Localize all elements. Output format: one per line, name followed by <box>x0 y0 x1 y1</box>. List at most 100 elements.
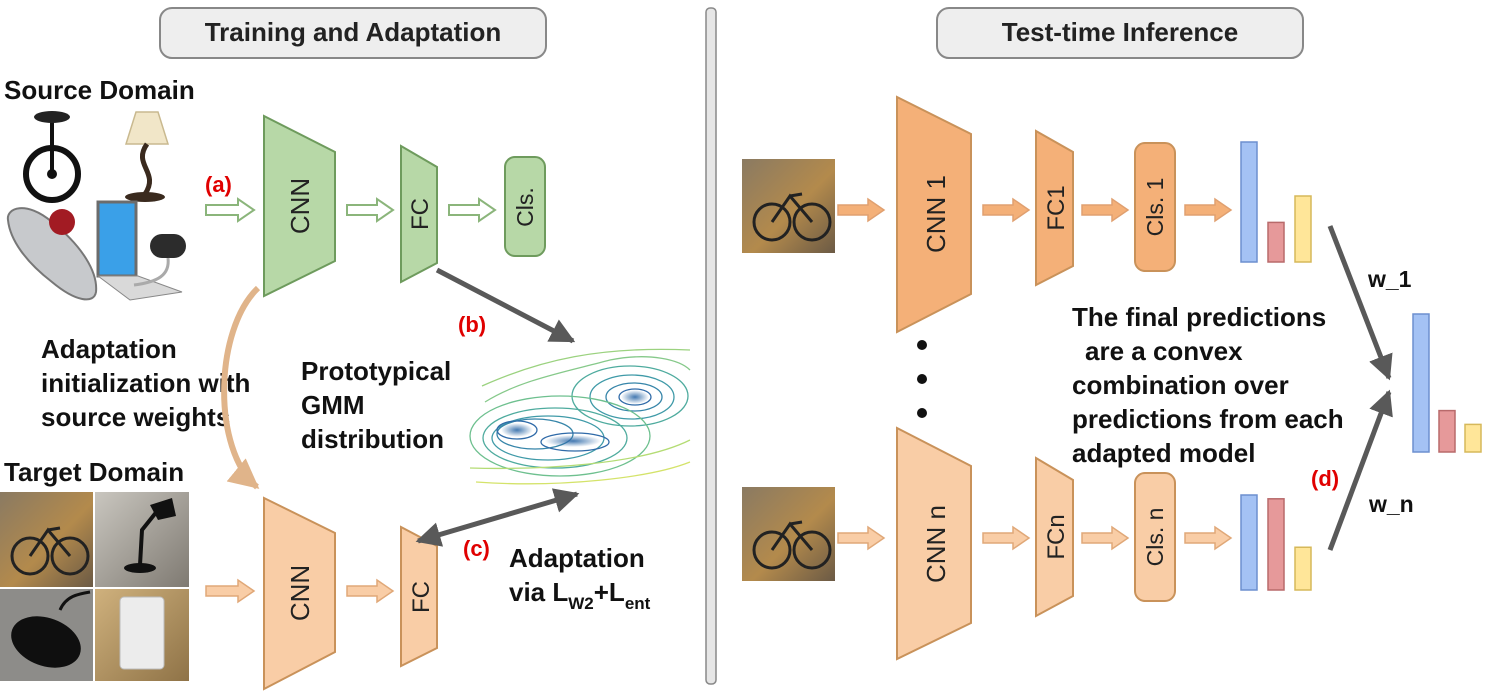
arrow-cnnn-to-fcn <box>982 525 1031 551</box>
adaptation-via-caption: Adaptation <box>509 543 645 573</box>
arrow-input-to-src-cnn <box>205 197 256 223</box>
inference-cnn-1-label: CNN 1 <box>921 175 951 253</box>
row1-arrows <box>837 197 1233 223</box>
pred-bars-n-bar-3 <box>1294 546 1312 591</box>
adaptation-init-line2: initialization with <box>41 368 250 398</box>
adaptation-init-line1: Adaptation <box>41 334 177 364</box>
lamp-image <box>124 111 170 202</box>
source-classifier-label: Cls. <box>512 187 538 227</box>
target-cnn-label: CNN <box>285 565 315 621</box>
gmm-contour-plot <box>469 348 691 485</box>
source-fc-block: FC <box>400 144 438 284</box>
target-fc-block: FC <box>400 525 438 668</box>
step-a-label: (a) <box>205 172 232 197</box>
gmm-caption-line3: distribution <box>301 424 444 454</box>
pred-bars-combined-bar-2 <box>1438 409 1456 453</box>
source-domain-images <box>6 111 186 301</box>
source-classifier-block: Cls. <box>504 156 546 257</box>
pred-bars-1-bar-3 <box>1294 195 1312 263</box>
arrow-cnn1-to-fc1 <box>982 197 1031 223</box>
target-domain-images <box>0 492 189 681</box>
pred-bars-1-bar-1 <box>1240 141 1258 263</box>
laptop-image <box>96 200 183 301</box>
prediction-bars-model-n <box>1240 494 1312 591</box>
step-c-label: (c) <box>463 536 490 561</box>
arrow-src-fc-to-cls <box>448 197 497 223</box>
inference-classifier-1-label: Cls. 1 <box>1142 178 1168 237</box>
inference-input-image-n <box>742 487 835 581</box>
arrow-cls1-to-pred1 <box>1184 197 1233 223</box>
final-caption-line2: are a convex <box>1085 336 1243 366</box>
target-domain-label: Target Domain <box>4 457 184 487</box>
gmm-caption-line2: GMM <box>301 390 365 420</box>
target-cnn-block: CNN <box>263 496 336 691</box>
pred-bars-n-bar-2 <box>1267 498 1285 591</box>
unicycle-image <box>23 111 81 203</box>
adaptation-init-caption: Adaptation initialization with source we… <box>41 334 258 432</box>
arrow-weight-1 <box>1327 225 1393 381</box>
inference-input-image-1 <box>742 159 835 253</box>
loss-prefix: via L <box>509 577 568 607</box>
source-cnn-block: CNN <box>263 114 336 298</box>
weight-1-label: w_1 <box>1367 266 1412 292</box>
prediction-bars-model-1 <box>1240 141 1312 263</box>
loss-w2-subscript: W2 <box>568 594 594 613</box>
inference-fc-n-label: FCn <box>1043 514 1070 559</box>
header-inference-label: Test-time Inference <box>1002 17 1238 47</box>
speaker-image <box>133 234 186 287</box>
arrow-fcn-to-clsn <box>1081 525 1130 551</box>
adaptation-via-line1: Adaptation <box>509 543 645 573</box>
inference-fc-1-label: FC1 <box>1043 185 1070 230</box>
prediction-bars-combined <box>1412 313 1482 453</box>
pred-bars-1-bar-2 <box>1267 221 1285 263</box>
source-domain-label: Source Domain <box>4 75 195 105</box>
gmm-caption: Prototypical GMM distribution <box>301 356 458 454</box>
target-bike-image <box>0 492 93 587</box>
pred-bars-n-bar-1 <box>1240 494 1258 591</box>
inference-classifier-1-block: Cls. 1 <box>1134 142 1176 272</box>
gmm-caption-line1: Prototypical <box>301 356 451 386</box>
step-d-label: (d) <box>1311 466 1339 491</box>
inference-fc-n-block: FCn <box>1035 456 1074 618</box>
final-caption-line5: adapted model <box>1072 438 1255 468</box>
target-fc-label: FC <box>408 581 435 613</box>
step-b-label: (b) <box>458 312 486 337</box>
arrow-target-input-to-cnn <box>205 578 256 604</box>
inference-classifier-n-label: Cls. n <box>1142 508 1168 567</box>
loss-ent-subscript: ent <box>625 594 651 613</box>
header-inference: Test-time Inference <box>936 7 1304 59</box>
inference-fc-1-block: FC1 <box>1035 129 1074 287</box>
pred-bars-combined-bar-3 <box>1464 423 1482 453</box>
weight-n-label: w_n <box>1368 491 1414 517</box>
header-training: Training and Adaptation <box>159 7 547 59</box>
arrow-imgn-to-cnnn <box>837 525 886 551</box>
inference-cnn-n-label: CNN n <box>921 505 951 583</box>
header-training-label: Training and Adaptation <box>205 17 502 47</box>
mouse-image <box>6 207 98 301</box>
arrow-clsn-to-predn <box>1184 525 1233 551</box>
adaptation-loss-formula: via LW2+Lent <box>509 577 651 613</box>
inference-cnn-n-block: CNN n <box>896 426 972 661</box>
row-n-arrows <box>837 525 1233 551</box>
inference-classifier-n-block: Cls. n <box>1134 472 1176 602</box>
section-divider <box>705 7 717 685</box>
arrow-src-cnn-to-fc <box>346 197 395 223</box>
arrow-img1-to-cnn1 <box>837 197 886 223</box>
target-speaker-image <box>95 589 189 681</box>
source-fc-label: FC <box>407 198 434 230</box>
adaptation-init-line3: source weights <box>41 402 230 432</box>
ellipsis-dots <box>917 340 927 418</box>
arrow-weight-initialization <box>221 285 261 490</box>
final-prediction-caption: The final predictions are a convex combi… <box>1072 302 1351 468</box>
target-mouse-image <box>0 589 93 681</box>
pred-bars-combined-bar-1 <box>1412 313 1430 453</box>
loss-plus: +L <box>594 577 625 607</box>
arrow-fc1-to-cls1 <box>1081 197 1130 223</box>
final-caption-line4: predictions from each <box>1072 404 1344 434</box>
arrow-tgt-cnn-to-fc <box>346 578 395 604</box>
arrow-weight-n <box>1327 389 1393 551</box>
inference-cnn-1-block: CNN 1 <box>896 95 972 334</box>
target-lamp-image <box>95 492 189 587</box>
final-caption-line3: combination over <box>1072 370 1289 400</box>
